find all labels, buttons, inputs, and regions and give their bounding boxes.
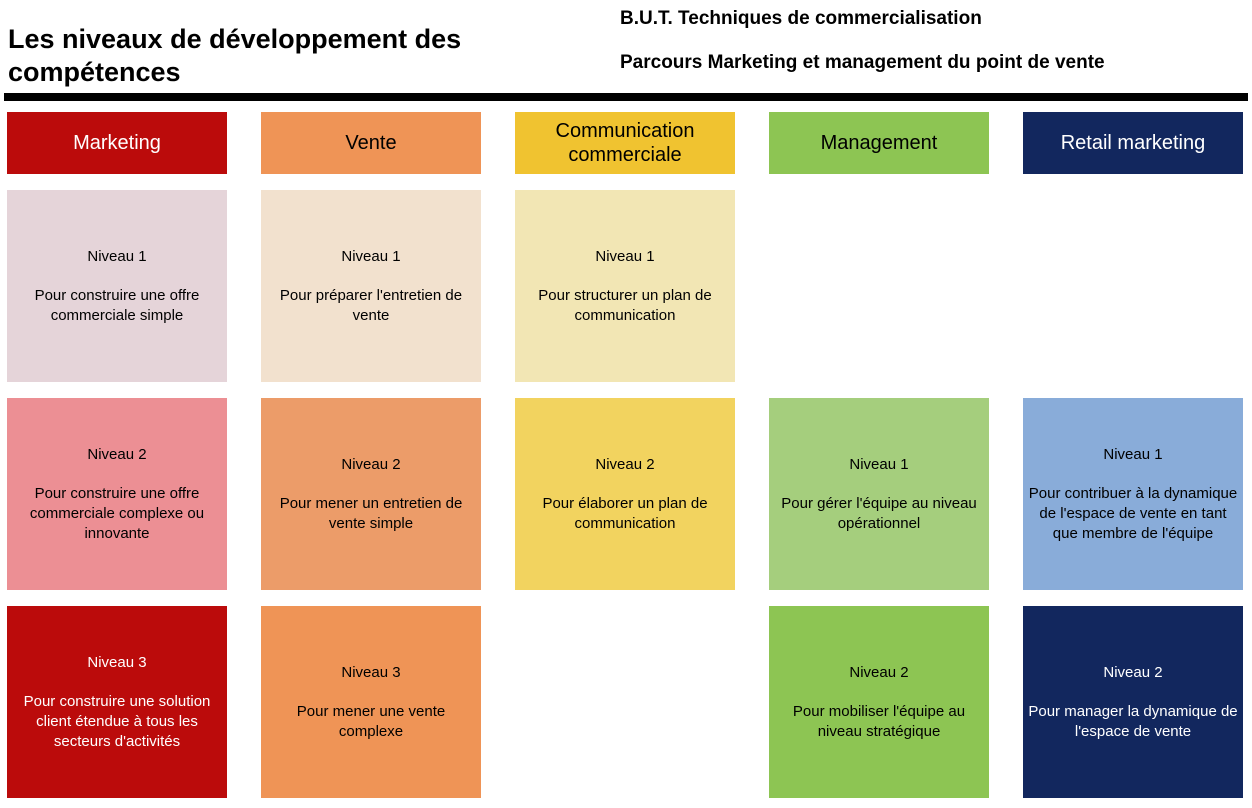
- column-header-retail-marketing: Retail marketing: [1023, 112, 1243, 174]
- cell-marketing-niveau-1: Niveau 1 Pour construire une offre comme…: [7, 190, 227, 382]
- cell-communication-niveau-1: Niveau 1 Pour structurer un plan de comm…: [515, 190, 735, 382]
- column-header-management: Management: [769, 112, 989, 174]
- level-description: Pour structurer un plan de communication: [538, 286, 712, 324]
- level-label: Niveau 2: [87, 445, 147, 463]
- cell-retail-niveau-1: Niveau 1 Pour contribuer à la dynamique …: [1023, 398, 1243, 590]
- level-label: Niveau 2: [341, 455, 401, 473]
- level-description: Pour construire une solution client éten…: [23, 692, 211, 750]
- level-label: Niveau 1: [849, 455, 909, 473]
- program-name: B.U.T. Techniques de commercialisation: [620, 8, 982, 29]
- level-description: Pour manager la dynamique de l'espace de…: [1028, 702, 1238, 740]
- cell-communication-niveau-2: Niveau 2 Pour élaborer un plan de commun…: [515, 398, 735, 590]
- cell-management-niveau-2: Niveau 2 Pour mobiliser l'équipe au nive…: [769, 606, 989, 798]
- column-header-label: Marketing: [73, 132, 161, 154]
- cell-marketing-niveau-3: Niveau 3 Pour construire une solution cl…: [7, 606, 227, 798]
- cell-management-niveau-1: Niveau 1 Pour gérer l'équipe au niveau o…: [769, 398, 989, 590]
- level-label: Niveau 2: [1103, 663, 1163, 681]
- level-description: Pour contribuer à la dynamique de l'espa…: [1028, 484, 1238, 542]
- column-header-label: Management: [820, 132, 938, 154]
- program-track: Parcours Marketing et management du poin…: [620, 52, 1105, 73]
- level-description: Pour préparer l'entretien de vente: [279, 286, 463, 324]
- level-label: Niveau 3: [341, 663, 401, 681]
- cell-vente-niveau-1: Niveau 1 Pour préparer l'entretien de ve…: [261, 190, 481, 382]
- level-description: Pour construire une offre commerciale si…: [34, 286, 200, 324]
- level-description: Pour gérer l'équipe au niveau opérationn…: [781, 494, 977, 532]
- cell-vente-niveau-3: Niveau 3 Pour mener une vente complexe: [261, 606, 481, 798]
- level-description: Pour mobiliser l'équipe au niveau straté…: [792, 702, 966, 740]
- cell-retail-niveau-2: Niveau 2 Pour manager la dynamique de l'…: [1023, 606, 1243, 798]
- column-header-marketing: Marketing: [7, 112, 227, 174]
- level-label: Niveau 3: [87, 653, 147, 671]
- program-block: B.U.T. Techniques de commercialisation P…: [620, 7, 1245, 74]
- level-description: Pour élaborer un plan de communication: [542, 494, 708, 532]
- level-label: Niveau 1: [87, 247, 147, 265]
- divider-bar: [4, 93, 1248, 101]
- page-title: Les niveaux de développement des compéte…: [8, 24, 462, 88]
- competency-matrix: Marketing Vente Communication commercial…: [7, 112, 1243, 798]
- level-description: Pour mener un entretien de vente simple: [279, 494, 463, 532]
- level-label: Niveau 1: [595, 247, 655, 265]
- column-header-vente: Vente: [261, 112, 481, 174]
- level-label: Niveau 1: [1103, 445, 1163, 463]
- level-description: Pour mener une vente complexe: [296, 702, 446, 740]
- cell-marketing-niveau-2: Niveau 2 Pour construire une offre comme…: [7, 398, 227, 590]
- column-header-label: Communication commerciale: [555, 120, 695, 166]
- level-label: Niveau 1: [341, 247, 401, 265]
- column-header-label: Vente: [345, 132, 397, 154]
- column-header-label: Retail marketing: [1060, 132, 1206, 154]
- level-label: Niveau 2: [849, 663, 909, 681]
- level-description: Pour construire une offre commerciale co…: [29, 484, 205, 542]
- level-label: Niveau 2: [595, 455, 655, 473]
- column-header-communication-commerciale: Communication commerciale: [515, 112, 735, 174]
- cell-vente-niveau-2: Niveau 2 Pour mener un entretien de vent…: [261, 398, 481, 590]
